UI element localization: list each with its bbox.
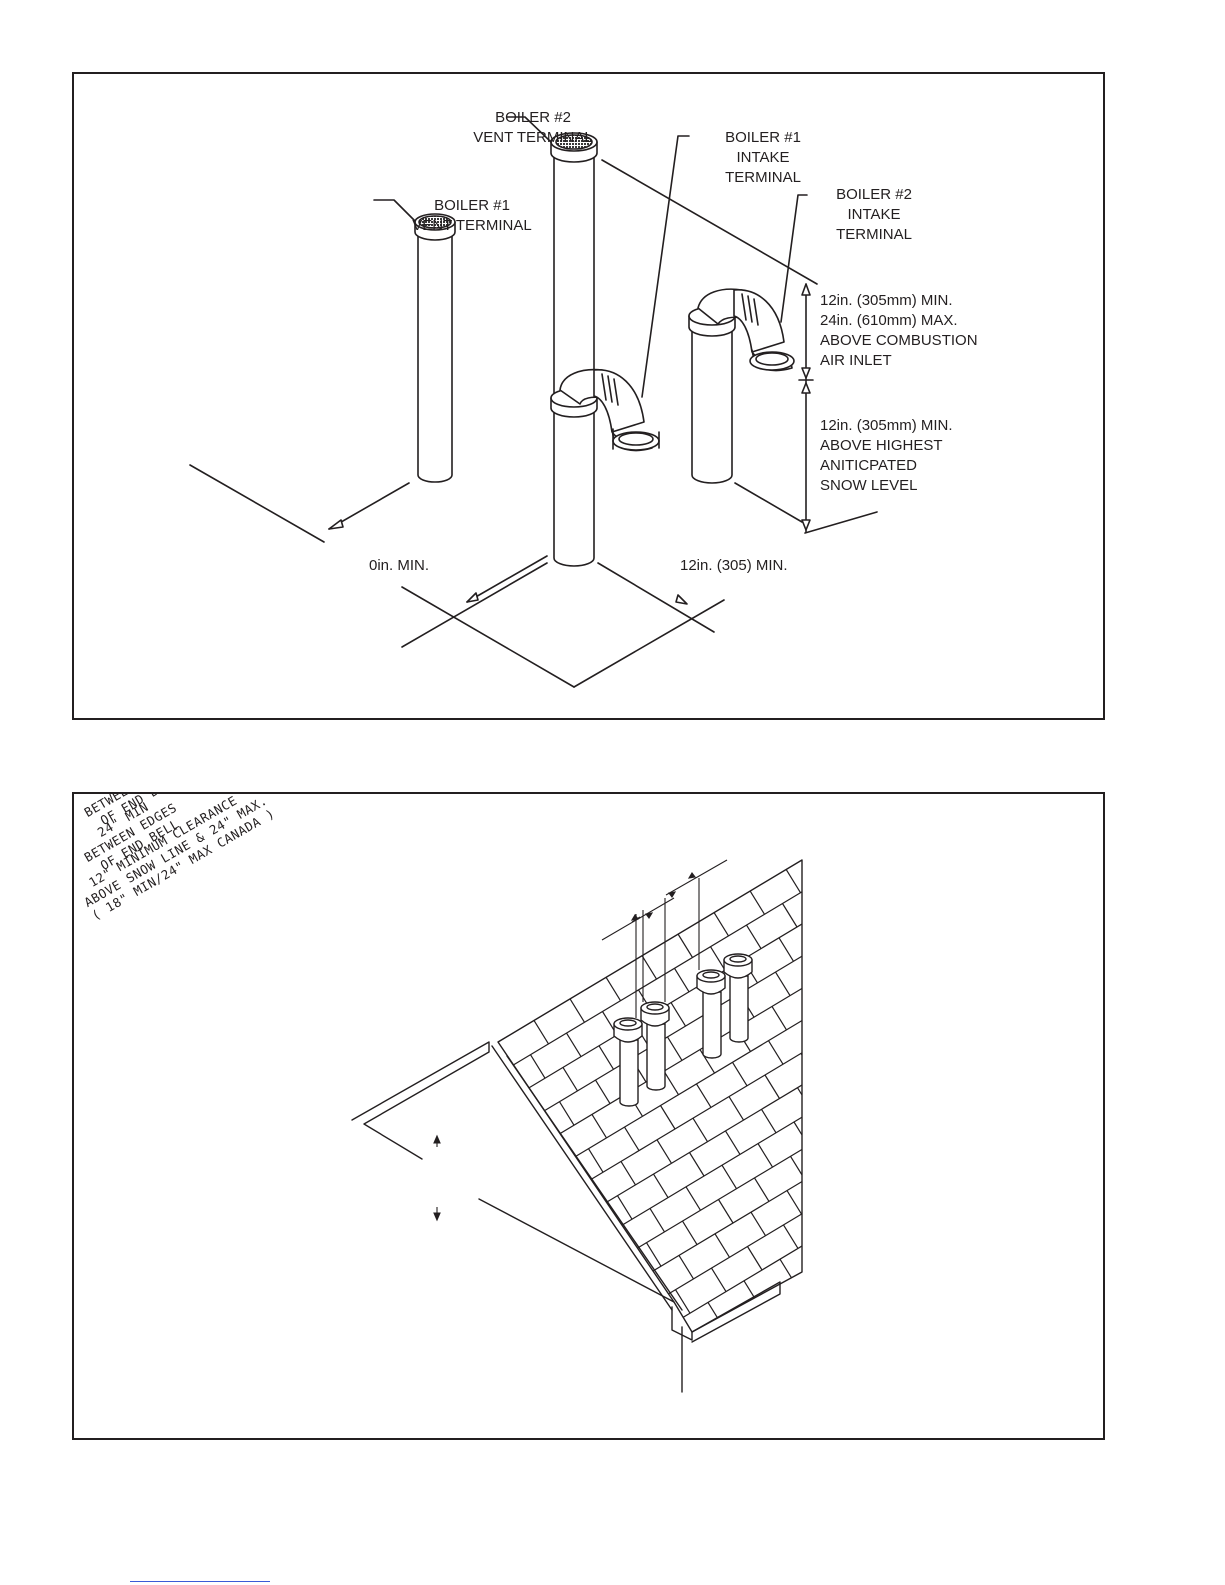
- label-zero-min: 0in. MIN.: [369, 557, 430, 574]
- ground-line-front-right: [573, 599, 725, 688]
- leader-boiler1-vent: [373, 199, 416, 222]
- boiler2-intake-pipe: [688, 288, 795, 484]
- ground-line-left: [189, 464, 325, 543]
- leader-boiler2-intake: [780, 194, 808, 323]
- boiler1-vent-pipe: [414, 213, 456, 483]
- figure1-drawing: [189, 116, 878, 688]
- roof-pipe-2: [640, 1001, 670, 1091]
- roof-pipe-3: [696, 969, 726, 1059]
- label-twelve-min: 12in. (305) MIN.: [680, 557, 788, 574]
- roof-rake-edge: [491, 1045, 673, 1311]
- boiler1-intake-elbow: [550, 368, 660, 452]
- roof-surface: [497, 859, 803, 1333]
- footer-link-underline: [130, 1581, 270, 1582]
- leader-boiler1-intake: [641, 135, 690, 398]
- figure2-dimensions: [433, 859, 728, 1222]
- figure2-drawing: [351, 859, 803, 1393]
- extension-line-boiler1: [328, 482, 410, 530]
- ground-line-front-left: [401, 586, 575, 688]
- roof-vent-pipes: [613, 953, 753, 1107]
- roof-pipe-1: [613, 1017, 643, 1107]
- roof-pipe-4: [723, 953, 753, 1043]
- leader-boiler2-vent: [506, 116, 552, 143]
- label-vent-above-intake: 12in. (305mm) MIN.24in. (610mm) MAX.ABOV…: [820, 292, 978, 369]
- boiler2-vent-pipe: [550, 132, 598, 567]
